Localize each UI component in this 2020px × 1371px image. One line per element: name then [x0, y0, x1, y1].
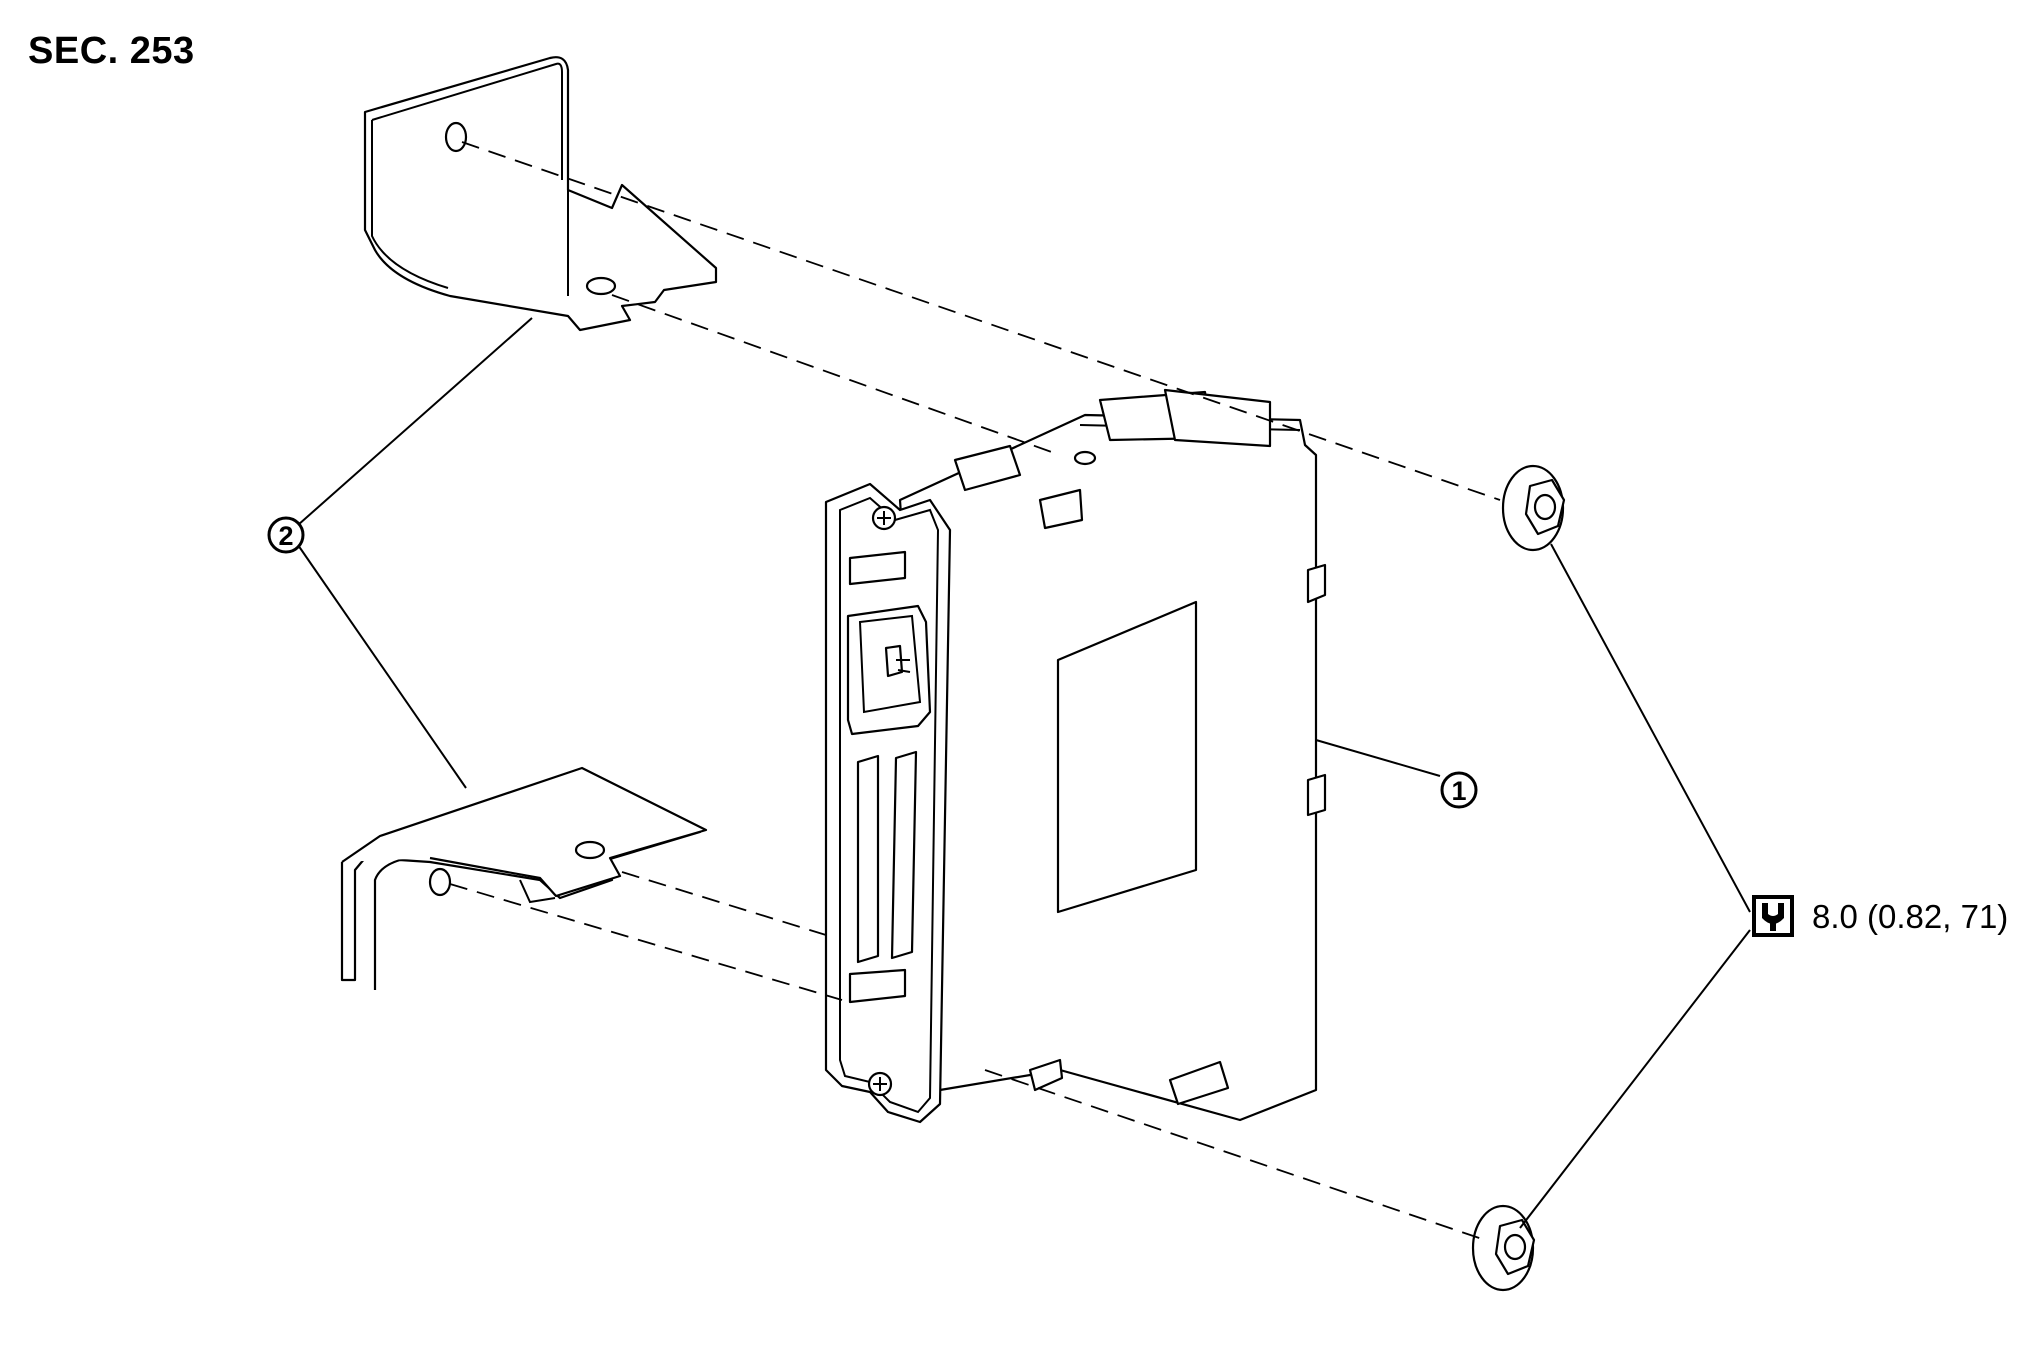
svg-text:1: 1 — [1451, 776, 1466, 806]
svg-text:2: 2 — [278, 521, 293, 551]
leader-lines — [297, 317, 1751, 1229]
alignment-lines — [449, 141, 1501, 1241]
lower-bracket — [340, 766, 708, 990]
upper-bracket — [363, 56, 718, 332]
torque-wrench-icon — [1752, 895, 1794, 937]
upper-nut — [1501, 464, 1566, 552]
torque-spec: 8.0 (0.82, 71) — [1812, 898, 2009, 935]
callout-part-1: 1 — [1440, 771, 1478, 809]
sec-label: SEC. 253 — [28, 30, 195, 72]
callout-part-2: 2 — [267, 516, 305, 554]
lower-nut — [1471, 1204, 1536, 1292]
control-unit — [824, 388, 1327, 1124]
